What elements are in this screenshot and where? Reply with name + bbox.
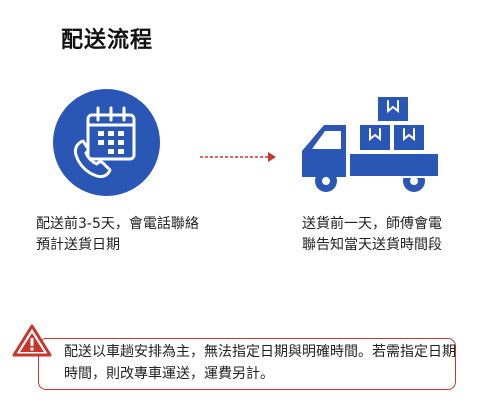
warning-icon <box>12 324 52 357</box>
arrow-right-icon <box>200 152 276 162</box>
step-2-description: 送貨前一天，師傅會電聯告知當天送貨時間段 <box>302 216 442 253</box>
notice-box <box>38 338 456 390</box>
calendar-phone-icon <box>53 89 160 196</box>
step-1-description: 配送前3-5天，會電話聯絡預計送貨日期 <box>36 216 199 253</box>
page-title: 配送流程 <box>61 28 154 53</box>
delivery-truck-icon <box>302 97 438 192</box>
notice-text: 配送以車趟安排為主，無法指定日期與明確時間。若需指定日期時間，則改專車運送，運費… <box>64 344 456 382</box>
